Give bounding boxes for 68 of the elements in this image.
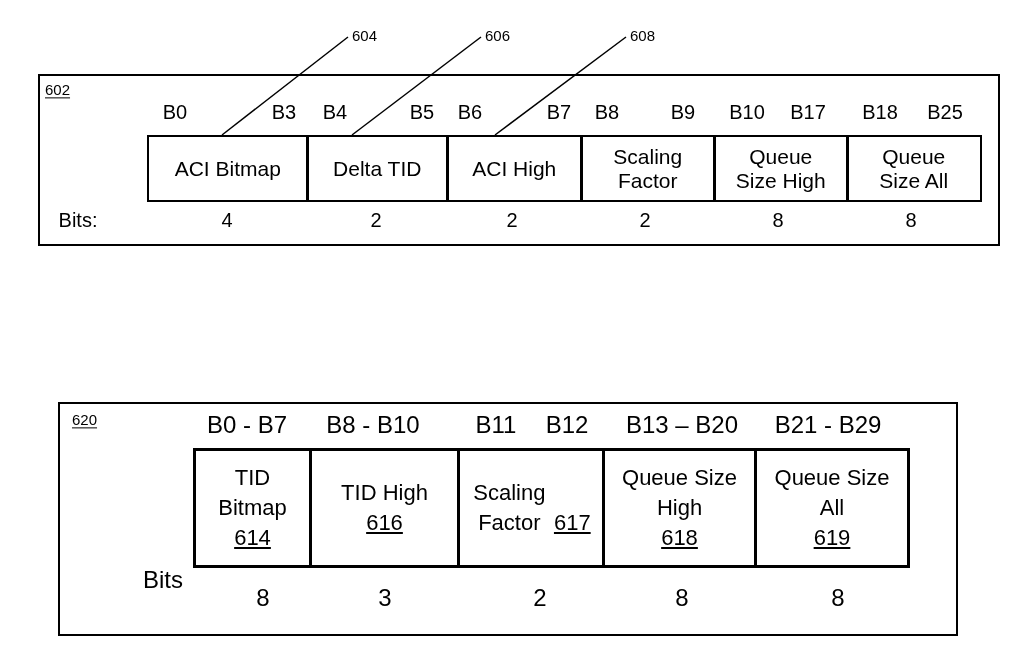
bit-field xyxy=(713,135,849,202)
bit-field xyxy=(846,135,982,202)
bit-index-label: B13 – B20 xyxy=(625,411,739,439)
bit-count: 4 xyxy=(221,208,233,232)
field-name: Queue Size High xyxy=(622,465,737,521)
field-name: TID Bitmap xyxy=(218,465,287,521)
field-name: TID High xyxy=(341,480,428,506)
reference-numeral: 619 xyxy=(813,524,851,550)
bit-count: 8 xyxy=(905,208,917,232)
reference-numeral: 618 xyxy=(661,524,698,550)
format-frame xyxy=(58,402,958,636)
bit-count: 8 xyxy=(675,584,689,612)
bit-index-label: B5 xyxy=(409,100,435,124)
bit-index-label: B7 xyxy=(546,100,572,124)
bit-count: 8 xyxy=(256,584,270,612)
bit-index-label: B10 xyxy=(729,100,765,124)
format-frame xyxy=(38,74,1000,246)
bit-index-label: B21 - B29 xyxy=(774,411,882,439)
field-name: Queue Size High xyxy=(735,145,826,192)
leader-line xyxy=(494,36,627,136)
bit-field xyxy=(602,448,757,568)
bit-index-label: B11 xyxy=(475,411,517,439)
bit-field xyxy=(446,135,583,202)
field-name: Queue Size All xyxy=(879,145,949,192)
bit-field xyxy=(457,448,605,568)
field-name: Queue Size All xyxy=(774,465,890,521)
bit-count: 8 xyxy=(831,584,845,612)
reference-numeral: 606 xyxy=(485,27,511,45)
bit-index-label: B18 xyxy=(862,100,898,124)
bit-index-label: B4 xyxy=(322,100,348,124)
bit-index-label: B8 - B10 xyxy=(326,411,420,439)
bit-index-label: B8 xyxy=(594,100,620,124)
reference-numeral: 614 xyxy=(234,524,271,550)
row-heading: Bits: xyxy=(58,208,98,232)
field-name: ACI Bitmap xyxy=(174,156,281,180)
bit-field xyxy=(306,135,449,202)
bit-field xyxy=(754,448,910,568)
bit-count: 3 xyxy=(378,584,392,612)
bit-index-label: B0 xyxy=(162,100,188,124)
row-heading: Bits xyxy=(143,566,183,594)
bit-index-label: B0 - B7 xyxy=(207,411,287,439)
reference-numeral: 616 xyxy=(366,510,403,535)
bit-index-label: B9 xyxy=(670,100,696,124)
field-name: Scaling Factor xyxy=(472,479,547,537)
bit-count: 2 xyxy=(506,208,518,232)
field-name: ACI High xyxy=(472,156,557,180)
reference-numeral: 602 xyxy=(45,81,71,99)
bit-index-label: B12 xyxy=(545,411,589,439)
field-name: Delta TID xyxy=(333,156,422,180)
bit-index-label: B17 xyxy=(790,100,826,124)
bit-index-label: B25 xyxy=(927,100,963,124)
leader-line xyxy=(351,36,482,136)
bit-field xyxy=(309,448,460,568)
bit-index-label: B3 xyxy=(271,100,297,124)
bit-field xyxy=(147,135,309,202)
bit-index-label: B6 xyxy=(457,100,483,124)
leader-line xyxy=(221,36,349,136)
bit-count: 2 xyxy=(370,208,382,232)
bit-count: 8 xyxy=(772,208,784,232)
reference-numeral: 604 xyxy=(352,27,378,45)
bit-count: 2 xyxy=(639,208,651,232)
bit-field xyxy=(580,135,716,202)
reference-numeral: 620 xyxy=(72,411,98,429)
bit-count: 2 xyxy=(533,584,547,612)
bit-field xyxy=(193,448,312,568)
field-name: Scaling Factor xyxy=(613,145,683,192)
reference-numeral: 617 xyxy=(553,509,591,537)
reference-numeral: 608 xyxy=(630,27,656,45)
